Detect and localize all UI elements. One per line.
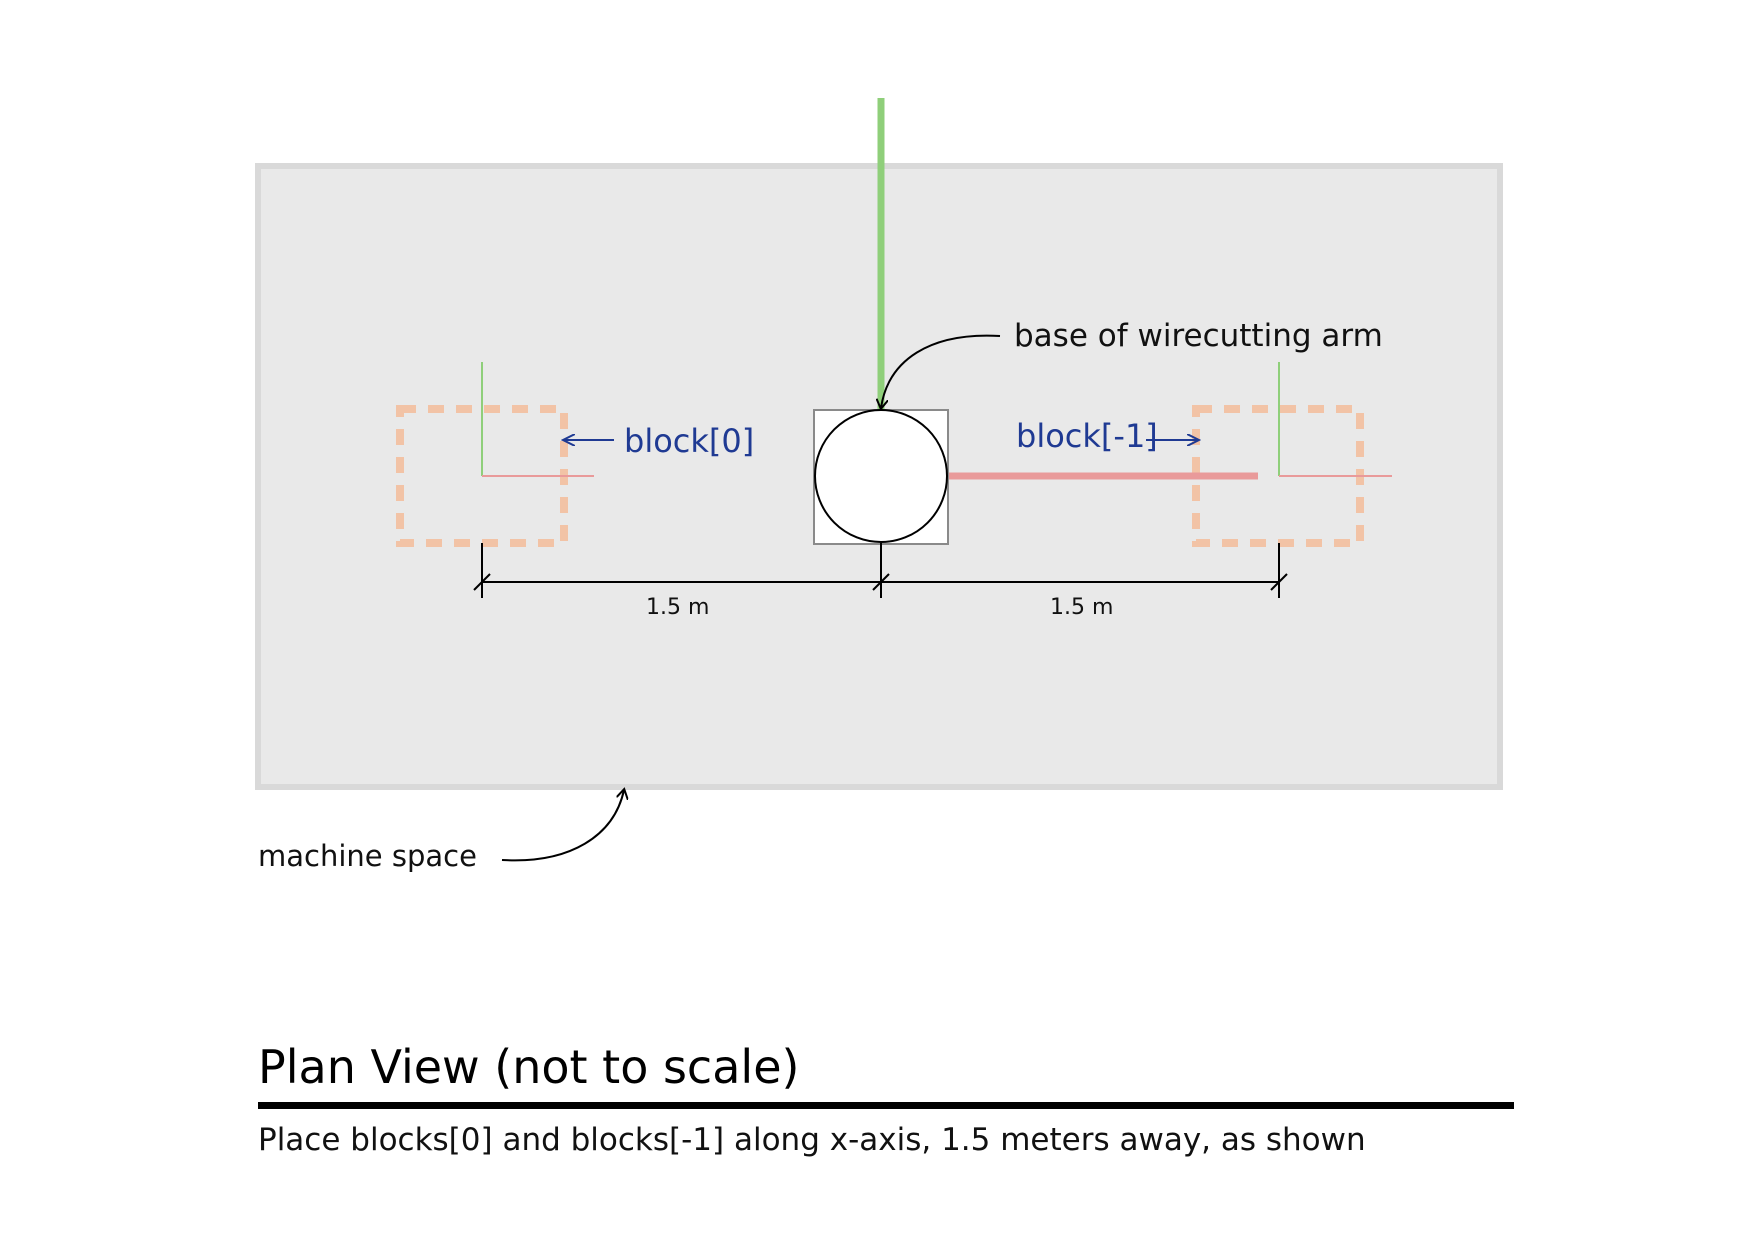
dimension-right-label: 1.5 m <box>1050 595 1113 620</box>
machine-space-label: machine space <box>258 839 477 873</box>
arm-base-circle <box>814 409 948 543</box>
page-title: Plan View (not to scale) <box>258 1040 800 1094</box>
arm-base-label: base of wirecutting arm <box>1014 318 1383 354</box>
block-0-label: block[0] <box>624 422 754 460</box>
block-last-label: block[-1] <box>1016 417 1158 455</box>
title-divider <box>258 1102 1514 1109</box>
machine-space-callout-arrow <box>501 790 624 862</box>
page-caption: Place blocks[0] and blocks[-1] along x-a… <box>258 1122 1366 1158</box>
dimension-left-label: 1.5 m <box>646 595 709 620</box>
arm-base-callout-arrow <box>881 334 1001 408</box>
dimension-lines <box>473 543 1288 598</box>
